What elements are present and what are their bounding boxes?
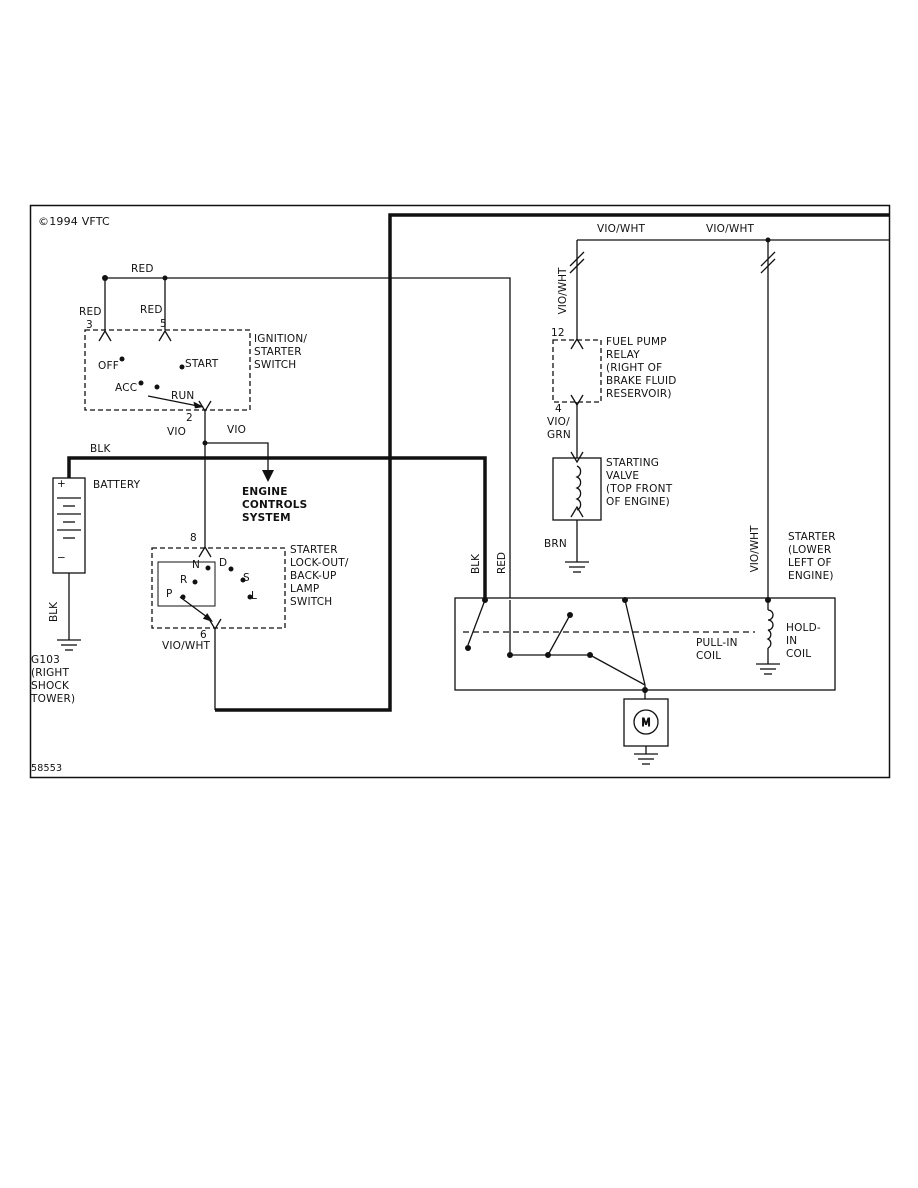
starter-motor-symbol (623, 698, 669, 765)
wire-label-viowht-starter: VIO/WHT (749, 525, 761, 573)
document-number: 58553 (31, 763, 63, 774)
terminal-12-label: 12 (551, 327, 565, 339)
g103-ground-symbol (57, 639, 81, 651)
ignition-switch-symbol (84, 329, 251, 413)
gear-d-label: D (219, 557, 228, 569)
wire-label-red-top: RED (131, 263, 154, 275)
diagram-frame (29, 204, 891, 779)
ignition-position-acc: ACC (115, 382, 138, 394)
wire-label-red-t3: RED (79, 306, 102, 318)
brn-ground-symbol (565, 561, 589, 573)
connector-marks (569, 251, 776, 274)
terminal-5-label: 5 (160, 318, 167, 330)
g103-ground-label: G103 (RIGHT SHOCK TOWER) (31, 654, 76, 705)
ignition-position-run: RUN (171, 390, 195, 402)
wire-label-vio-grn: VIO/ GRN (547, 416, 571, 441)
terminal-6-label: 6 (200, 629, 207, 641)
gear-p-label: P (166, 588, 173, 600)
ignition-position-start: START (185, 358, 219, 370)
terminal-2-label: 2 (186, 412, 193, 424)
junction-dots (102, 237, 771, 446)
copyright-label: ©1994 VFTC (38, 215, 110, 228)
wire-label-viowht-top-right: VIO/WHT (706, 223, 755, 235)
starter-symbol (454, 597, 836, 693)
engine-controls-label: ENGINE CONTROLS SYSTEM (242, 486, 308, 524)
wire-label-brn: BRN (544, 538, 567, 550)
engine-controls-arrow (262, 470, 274, 482)
hold-in-coil-label: HOLD- IN COIL (786, 622, 821, 660)
ignition-switch-label: IGNITION/ STARTER SWITCH (254, 333, 308, 371)
battery-symbol (52, 477, 86, 574)
fuel-pump-relay-label: FUEL PUMP RELAY (RIGHT OF BRAKE FLUID RE… (606, 336, 677, 400)
lockout-switch-label: STARTER LOCK-OUT/ BACK-UP LAMP SWITCH (290, 544, 349, 608)
fuel-pump-relay-symbol (552, 337, 602, 407)
terminal-4-label: 4 (555, 403, 562, 415)
wire-label-viowht-relay: VIO/WHT (557, 267, 569, 315)
starting-valve-symbol (552, 451, 602, 521)
terminal-3-label: 3 (86, 319, 93, 331)
lockout-switch-symbol (151, 545, 286, 631)
wire-label-vio-right: VIO (227, 424, 247, 436)
starter-label: STARTER (LOWER LEFT OF ENGINE) (788, 531, 836, 582)
battery-minus-sign: − (57, 552, 66, 564)
battery-label: BATTERY (93, 479, 141, 491)
wire-label-vio-left: VIO (167, 426, 187, 438)
battery-plus-sign: + (57, 478, 66, 490)
terminal-8-label: 8 (190, 532, 197, 544)
wire-label-red-starter: RED (496, 552, 508, 575)
wire-label-red-t5: RED (140, 304, 163, 316)
wire-label-blk-starter: BLK (470, 554, 482, 574)
pull-in-coil-label: PULL-IN COIL (696, 637, 738, 662)
ignition-position-off: OFF (98, 360, 119, 372)
wire-label-blk-main: BLK (90, 443, 111, 455)
wire-label-viowht-gear: VIO/WHT (162, 640, 211, 652)
motor-letter: M (641, 717, 650, 729)
gear-l-label: L (251, 590, 258, 602)
wire-label-blk-ground: BLK (48, 602, 60, 622)
starting-valve-label: STARTING VALVE (TOP FRONT OF ENGINE) (606, 457, 673, 508)
gear-r-label: R (180, 574, 188, 586)
wire-label-viowht-top-left: VIO/WHT (597, 223, 646, 235)
heavy-wires (67, 213, 889, 712)
thin-wires (68, 239, 889, 754)
gear-s-label: S (243, 572, 250, 584)
gear-n-label: N (192, 559, 201, 571)
